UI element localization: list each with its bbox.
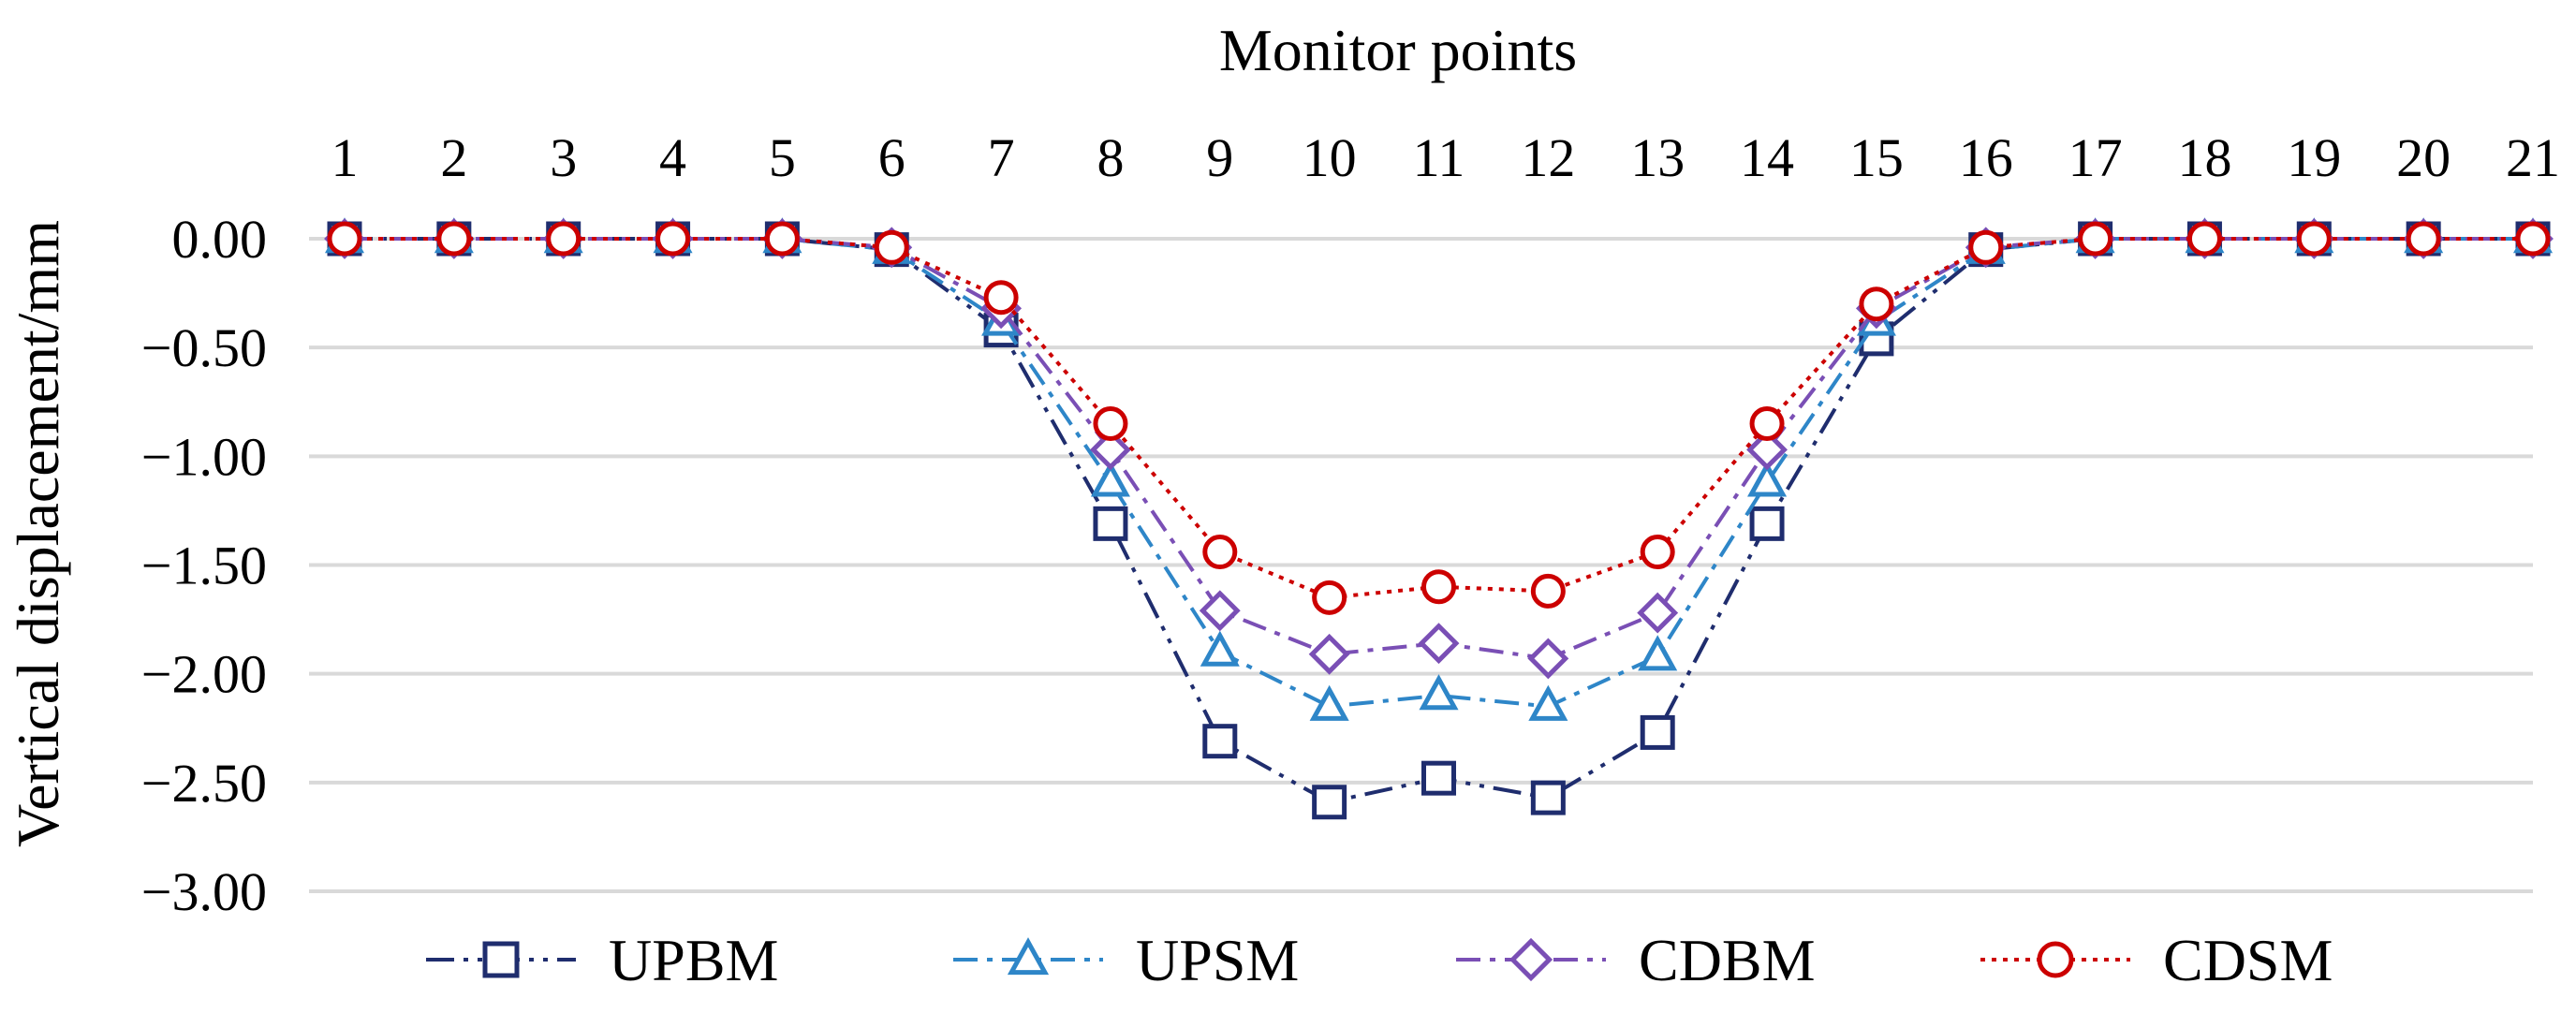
series-layer (324, 217, 2554, 820)
data-point-circle (436, 221, 472, 257)
data-point-circle (2515, 221, 2551, 257)
y-tick-label: −2.00 (141, 644, 267, 705)
series-cdbm (324, 218, 2554, 680)
x-tick-label: 10 (1303, 127, 1357, 188)
y-axis-title: Vertical displacement/mm (5, 220, 71, 847)
x-tick-label: 1 (331, 127, 359, 188)
data-point-triangle (1309, 684, 1349, 721)
data-point-triangle (1638, 635, 1678, 671)
x-tick-label: 4 (659, 127, 686, 188)
data-point-square (1202, 724, 1238, 759)
data-point-circle (1640, 535, 1675, 570)
x-tick-label: 6 (878, 127, 905, 188)
series-line (345, 237, 2533, 804)
data-point-diamond (1527, 638, 1569, 680)
series-cdsm (327, 221, 2551, 615)
data-point-square (1093, 506, 1128, 541)
legend-marker-diamond (1509, 937, 1553, 982)
data-point-circle (874, 229, 909, 265)
data-point-circle (327, 221, 362, 257)
data-point-circle (983, 280, 1019, 316)
x-axis-title: Monitor points (1219, 17, 1577, 83)
data-point-circle (2296, 221, 2332, 257)
x-tick-label: 19 (2287, 127, 2341, 188)
gridlines (309, 237, 2533, 893)
data-point-circle (1312, 580, 1347, 615)
legend-label: CDBM (1639, 927, 1816, 993)
data-point-triangle (1200, 630, 1240, 667)
x-tick-label: 9 (1206, 127, 1233, 188)
x-tick-label: 21 (2506, 127, 2560, 188)
data-point-triangle (1528, 684, 1568, 721)
x-tick-label: 8 (1097, 127, 1124, 188)
series-line (345, 237, 2533, 600)
x-tick-label: 16 (1959, 127, 2013, 188)
data-point-circle (2406, 221, 2441, 257)
legend: UPBM UPSM CDBM CDSM (426, 927, 2333, 993)
x-tick-label: 7 (988, 127, 1015, 188)
legend-marker-circle (2037, 941, 2074, 978)
data-point-circle (655, 221, 691, 257)
legend-marker-triangle (1007, 937, 1050, 976)
data-point-diamond (1637, 592, 1679, 634)
data-point-circle (1530, 573, 1566, 609)
data-point-circle (546, 221, 581, 257)
legend-label: CDSM (2163, 927, 2333, 993)
data-point-diamond (1199, 590, 1241, 632)
data-point-circle (1749, 405, 1785, 441)
y-tick-labels: 0.00 −0.50 −1.00 −1.50 −2.00 −2.50 −3.00 (141, 209, 267, 922)
legend-item: UPSM (953, 927, 1299, 993)
x-tick-label: 14 (1740, 127, 1794, 188)
x-tick-label: 11 (1413, 127, 1465, 188)
data-point-circle (1421, 569, 1456, 605)
data-point-square (1312, 785, 1347, 820)
y-tick-label: −1.00 (141, 426, 267, 487)
data-point-circle (1968, 229, 2004, 265)
legend-label: UPSM (1136, 927, 1299, 993)
data-point-diamond (1090, 429, 1131, 471)
y-tick-label: −3.00 (141, 861, 267, 922)
legend-item: UPBM (426, 927, 778, 993)
data-point-circle (1093, 405, 1128, 441)
y-tick-label: −2.50 (141, 753, 267, 814)
x-tick-label: 2 (440, 127, 467, 188)
x-tick-label: 15 (1849, 127, 1904, 188)
data-point-circle (1859, 286, 1894, 322)
y-tick-label: −1.50 (141, 536, 267, 596)
legend-label: UPBM (609, 927, 778, 993)
legend-item: CDBM (1456, 927, 1816, 993)
data-point-circle (1202, 535, 1238, 570)
x-tick-label: 12 (1521, 127, 1575, 188)
series-upbm (327, 221, 2551, 820)
data-point-triangle (1090, 461, 1130, 497)
data-point-square (1421, 760, 1456, 796)
data-point-circle (2186, 221, 2222, 257)
data-point-triangle (1747, 461, 1788, 497)
data-point-circle (2078, 221, 2113, 257)
y-tick-label: 0.00 (172, 209, 268, 270)
x-tick-label: 17 (2068, 127, 2123, 188)
x-tick-label: 13 (1630, 127, 1685, 188)
x-tick-label: 5 (769, 127, 796, 188)
data-point-square (1749, 506, 1785, 541)
data-point-square (1530, 780, 1566, 815)
data-point-diamond (1746, 429, 1788, 471)
x-tick-label: 18 (2177, 127, 2231, 188)
data-point-square (1640, 714, 1675, 750)
data-point-circle (764, 221, 800, 257)
y-tick-label: −0.50 (141, 317, 267, 378)
data-point-diamond (1418, 623, 1460, 665)
x-tick-label: 3 (550, 127, 577, 188)
legend-item: CDSM (1980, 927, 2333, 993)
x-tick-label: 20 (2396, 127, 2451, 188)
data-point-diamond (1308, 633, 1350, 675)
legend-marker-square (482, 941, 520, 978)
data-point-triangle (1419, 674, 1459, 711)
